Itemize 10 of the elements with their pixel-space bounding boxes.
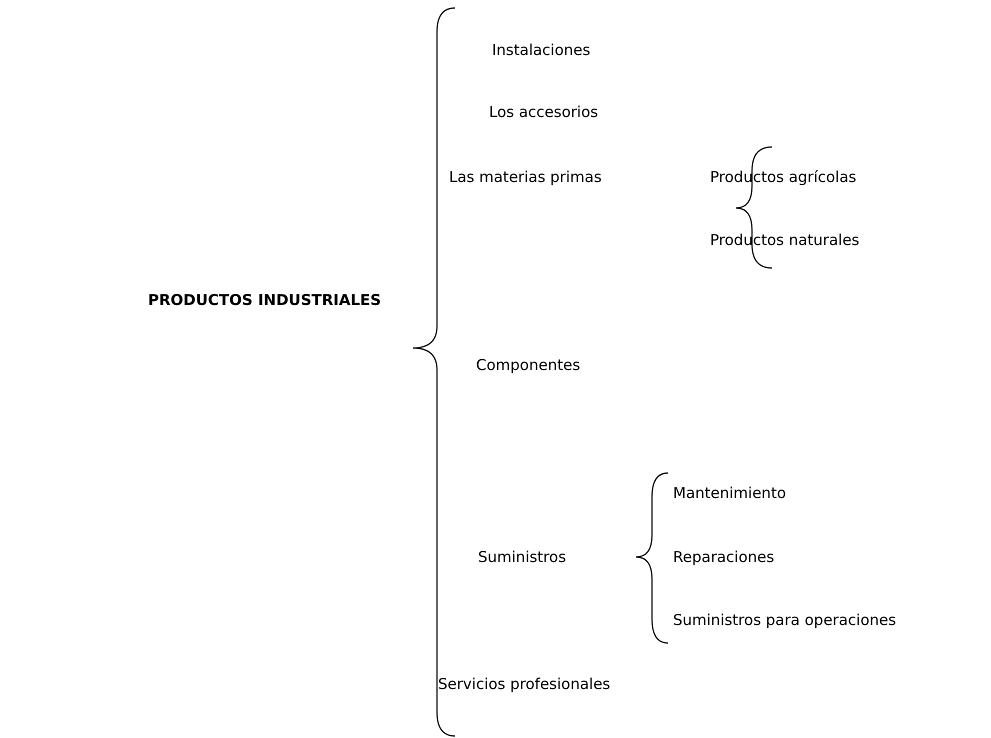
category-label: Componentes [476, 356, 580, 374]
title-text: PRODUCTOS INDUSTRIALES [148, 291, 382, 309]
category-label: Mantenimiento [673, 484, 786, 502]
category-label: Los accesorios [489, 103, 598, 121]
category-label: Las materias primas [449, 168, 602, 186]
category-label: Instalaciones [492, 41, 590, 59]
category-label: Reparaciones [673, 548, 774, 566]
category-label: Servicios profesionales [438, 675, 610, 693]
category-label: Suministros para operaciones [673, 611, 896, 629]
category-label: Suministros [478, 548, 566, 566]
